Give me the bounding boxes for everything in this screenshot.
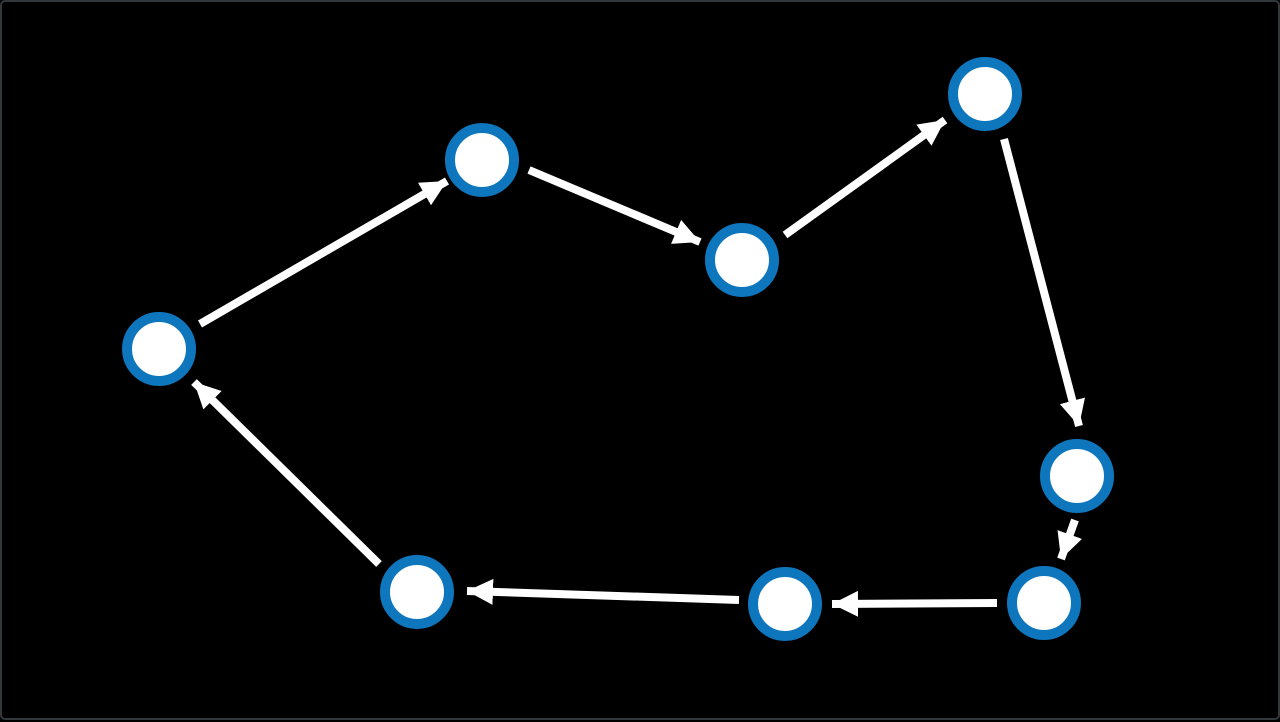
- graph-edge-n4-n5: [1000, 137, 1086, 428]
- graph-node-bottom-left-node: [380, 555, 454, 629]
- graph-node-upper-left-node: [445, 123, 519, 197]
- graph-node-right-node: [1040, 439, 1114, 513]
- graph-edge-n6-n7: [831, 590, 998, 617]
- nodes-layer: [122, 57, 1114, 641]
- graph-edge-n1-n2: [197, 177, 450, 328]
- graph-edge-n8-n1: [191, 379, 382, 567]
- graph-edge-n3-n4: [782, 116, 948, 239]
- graph-node-left-node: [122, 312, 196, 386]
- graph-edge-n2-n3: [527, 166, 702, 246]
- graph-node-bottom-middle-node: [748, 567, 822, 641]
- edges-layer: [191, 116, 1086, 617]
- graph-node-top-right-node: [948, 57, 1022, 131]
- graph-edge-n7-n8: [466, 578, 740, 605]
- graph-node-bottom-right-node: [1007, 566, 1081, 640]
- graph-node-top-middle-node: [705, 223, 779, 297]
- graph-edge-n5-n6: [1057, 518, 1083, 561]
